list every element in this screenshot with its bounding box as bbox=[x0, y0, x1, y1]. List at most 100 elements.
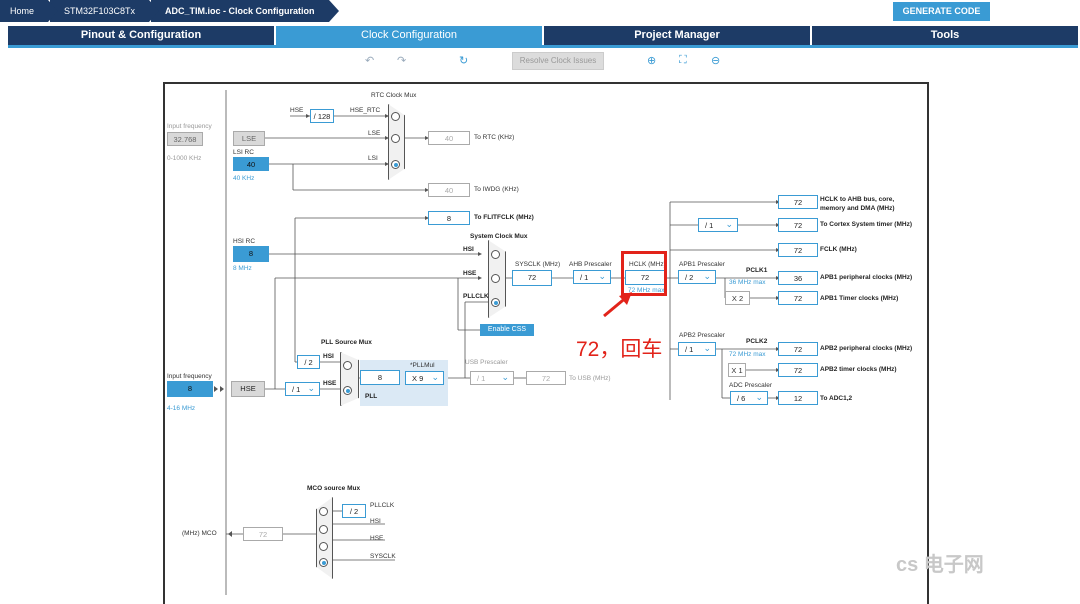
hsi-unit: 8 MHz bbox=[233, 265, 252, 272]
sysclk-label: SYSCLK (MHz) bbox=[515, 261, 561, 268]
apb2-periph-label: APB2 peripheral clocks (MHz) bbox=[820, 345, 913, 352]
tab-tools[interactable]: Tools bbox=[812, 26, 1078, 45]
hse-input-frequency-label: Input frequency bbox=[167, 373, 212, 380]
lse-range: 0-1000 KHz bbox=[167, 155, 202, 162]
lsi-rc-value: 40 bbox=[233, 157, 269, 171]
zoom-in-icon[interactable]: ⊕ bbox=[647, 55, 657, 67]
iwdg-output-value: 40 bbox=[428, 183, 470, 197]
apb2-periph-value: 72 bbox=[778, 342, 818, 356]
refresh-icon[interactable]: ↻ bbox=[459, 55, 469, 67]
rtc-mux-lsi-radio[interactable] bbox=[391, 160, 400, 169]
hse-rtc-label: HSE_RTC bbox=[350, 107, 381, 114]
zoom-out-icon[interactable]: ⊖ bbox=[711, 55, 721, 67]
hclk-ahb-label-line2: memory and DMA (MHz) bbox=[820, 205, 895, 212]
sysmux-pllclk-label: PLLCLK bbox=[463, 293, 489, 300]
tab-clock-configuration[interactable]: Clock Configuration bbox=[276, 26, 542, 45]
apb2-prescaler-label: APB2 Prescaler bbox=[679, 332, 725, 339]
fclk-label: FCLK (MHz) bbox=[820, 246, 857, 253]
adc-prescaler-select[interactable]: / 6 bbox=[730, 390, 768, 405]
hse-block: HSE bbox=[231, 381, 265, 397]
apb1-prescaler-label: APB1 Prescaler bbox=[679, 261, 725, 268]
mco-hse-radio[interactable] bbox=[319, 542, 328, 551]
undo-icon[interactable]: ↶ bbox=[365, 55, 375, 67]
sysmux-hsi-radio[interactable] bbox=[491, 250, 500, 259]
mco-output-value: 72 bbox=[243, 527, 283, 541]
pclk2-max-label: 72 MHz max bbox=[729, 351, 766, 358]
tab-pinout[interactable]: Pinout & Configuration bbox=[8, 26, 274, 45]
system-clock-mux-label: System Clock Mux bbox=[470, 233, 528, 240]
rtc-mux-hse-radio[interactable] bbox=[391, 112, 400, 121]
apb1-prescaler-select[interactable]: / 2 bbox=[678, 269, 716, 284]
mco-hsi-radio[interactable] bbox=[319, 525, 328, 534]
sysmux-hse-label: HSE bbox=[463, 270, 477, 277]
apb2-timer-value: 72 bbox=[778, 363, 818, 377]
generate-code-button[interactable]: GENERATE CODE bbox=[893, 2, 990, 21]
breadcrumb-file[interactable]: ADC_TIM.ioc - Clock Configuration bbox=[151, 0, 339, 22]
apb1-periph-value: 36 bbox=[778, 271, 818, 285]
usb-prescaler-select[interactable]: / 1 bbox=[470, 370, 514, 385]
usb-output-value: 72 bbox=[526, 371, 566, 385]
mco-sysclk-label: SYSCLK bbox=[370, 553, 396, 560]
redo-icon[interactable]: ↷ bbox=[397, 55, 407, 67]
hse-prediv-select[interactable]: / 1 bbox=[285, 381, 320, 396]
fit-icon[interactable]: ⛶ bbox=[679, 54, 687, 66]
pllmul-label: *PLLMul bbox=[410, 362, 435, 369]
pll-input-value: 8 bbox=[360, 370, 400, 385]
hse-input-frequency[interactable]: 8 bbox=[167, 381, 213, 397]
pclk1-max-label: 36 MHz max bbox=[729, 279, 766, 286]
sysclk-value[interactable]: 72 bbox=[512, 270, 552, 286]
apb2-timer-label: APB2 timer clocks (MHz) bbox=[820, 366, 897, 373]
sysmux-hse-radio[interactable] bbox=[491, 274, 500, 283]
adc-prescaler-label: ADC Prescaler bbox=[729, 382, 772, 389]
mco-source-mux-label: MCO source Mux bbox=[307, 485, 361, 492]
ahb-prescaler-label: AHB Prescaler bbox=[569, 261, 612, 268]
mco-hsi-label: HSI bbox=[370, 518, 381, 525]
pll-source-mux-label: PLL Source Mux bbox=[321, 339, 372, 346]
hclk-ahb-label-line1: HCLK to AHB bus, core, bbox=[820, 196, 895, 203]
pll-label: PLL bbox=[365, 393, 378, 400]
pll-source-hsi-radio[interactable] bbox=[343, 361, 352, 370]
mco-sysclk-radio[interactable] bbox=[319, 558, 328, 567]
mco-pll-div2: / 2 bbox=[342, 504, 366, 518]
usb-prescaler-label: USB Prescaler bbox=[465, 359, 508, 366]
apb2-prescaler-select[interactable]: / 1 bbox=[678, 341, 716, 356]
main-tabs: Pinout & Configuration Clock Configurati… bbox=[8, 26, 1078, 45]
lse-input-frequency[interactable]: 32.768 bbox=[167, 132, 203, 146]
pllmul-select[interactable]: X 9 bbox=[405, 370, 444, 385]
rtc-mux-lse-radio[interactable] bbox=[391, 134, 400, 143]
annotation-arrow bbox=[603, 292, 632, 318]
pll-source-hse-radio[interactable] bbox=[343, 386, 352, 395]
flitfclk-value: 8 bbox=[428, 211, 470, 225]
mco-pllclk-label: PLLCLK bbox=[370, 502, 395, 509]
hclk-highlight-box bbox=[621, 251, 667, 296]
rtc-output-label: To RTC (KHz) bbox=[474, 134, 515, 141]
adc-output-label: To ADC1,2 bbox=[820, 395, 853, 402]
cortex-timer-label: To Cortex System timer (MHz) bbox=[820, 221, 912, 228]
ahb-prescaler-select[interactable]: / 1 bbox=[573, 269, 611, 284]
breadcrumb-home[interactable]: Home bbox=[0, 0, 59, 22]
breadcrumb-mcu[interactable]: STM32F103C8Tx bbox=[50, 0, 160, 22]
rtc-lsi-label: LSI bbox=[368, 155, 378, 162]
cortex-timer-select[interactable]: / 1 bbox=[698, 217, 738, 232]
hclk-label: HCLK (MHz) bbox=[629, 261, 666, 268]
apb2-timer-mul: X 1 bbox=[728, 363, 746, 377]
sysmux-pllclk-radio[interactable] bbox=[491, 298, 500, 307]
enable-css-button[interactable]: Enable CSS bbox=[480, 324, 534, 336]
lse-input-frequency-label: Input frequency bbox=[167, 123, 212, 130]
hsi-rc-label: HSI RC bbox=[233, 238, 256, 245]
resolve-clock-issues-button[interactable]: Resolve Clock Issues bbox=[512, 52, 604, 70]
rtc-hse-label: HSE bbox=[290, 107, 304, 114]
breadcrumb: Home STM32F103C8Tx ADC_TIM.ioc - Clock C… bbox=[0, 0, 339, 22]
mco-pllclk-radio[interactable] bbox=[319, 507, 328, 516]
iwdg-output-label: To IWDG (KHz) bbox=[474, 186, 519, 193]
mco-output-label: (MHz) MCO bbox=[182, 530, 217, 537]
sysmux-hsi-label: HSI bbox=[463, 246, 474, 253]
pclk1-label: PCLK1 bbox=[746, 267, 768, 274]
annotation-text: 72，回车 bbox=[576, 338, 663, 361]
tab-project-manager[interactable]: Project Manager bbox=[544, 26, 810, 45]
lse-block: LSE bbox=[233, 131, 265, 146]
pll-hsi-label: HSI bbox=[323, 353, 334, 360]
flitfclk-label: To FLITFCLK (MHz) bbox=[474, 214, 534, 221]
pll-hse-label: HSE bbox=[323, 380, 337, 387]
